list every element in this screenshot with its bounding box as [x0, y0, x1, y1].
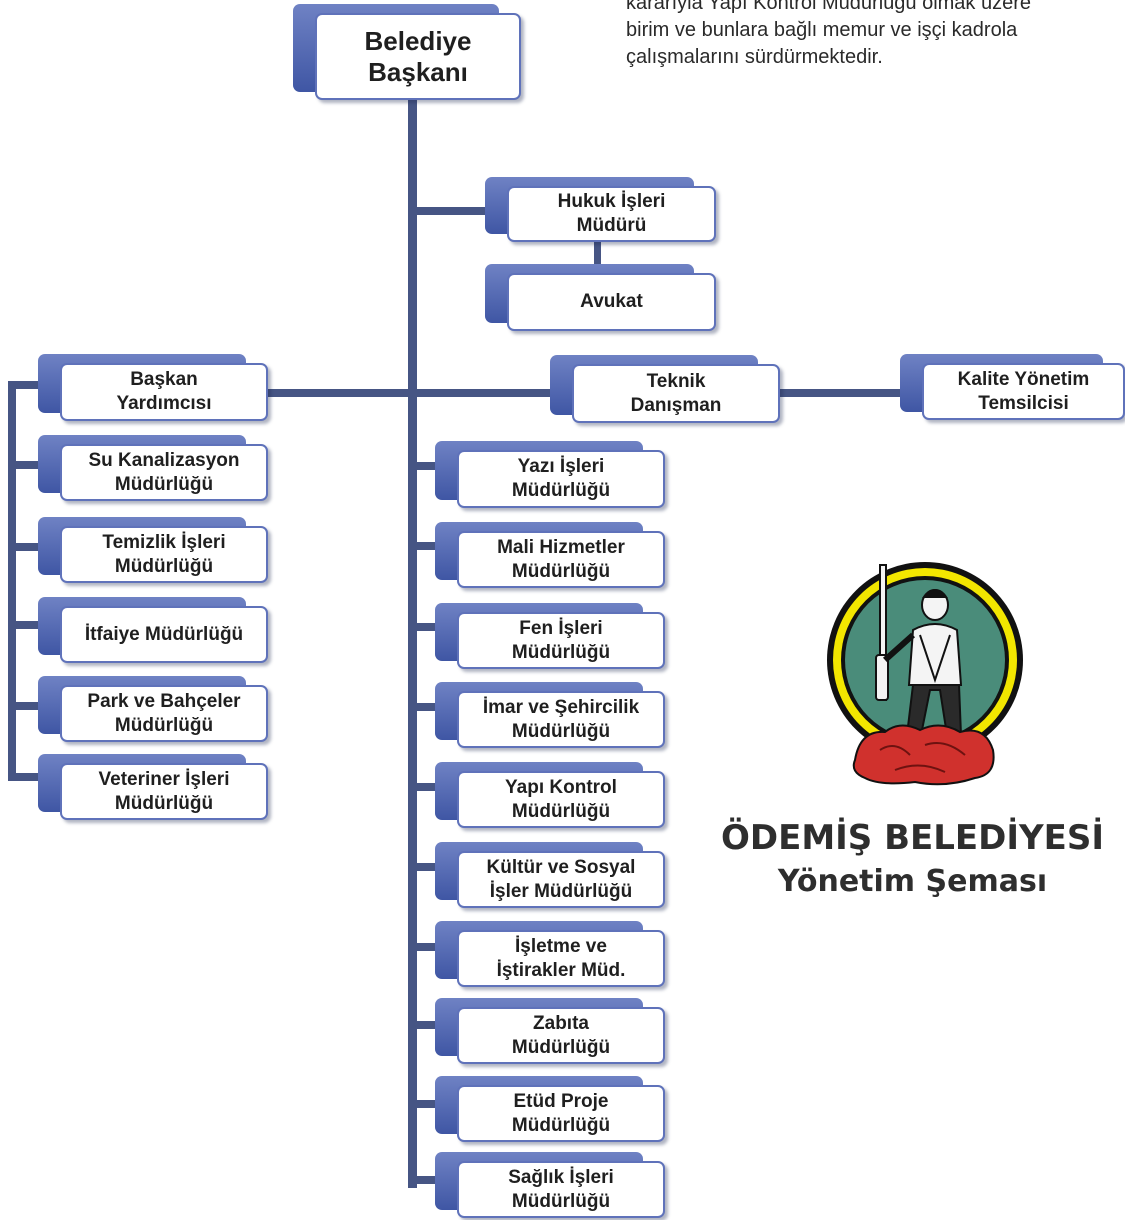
- center-branch-3: [412, 623, 438, 631]
- node-center-department: Mali Hizmetler Müdürlüğü: [435, 522, 665, 588]
- tech-quality-line: [776, 389, 902, 397]
- center-branch-6: [412, 863, 438, 871]
- node-technical-advisor-label: Teknik Danışman: [572, 364, 780, 423]
- odemis-emblem-icon: [825, 560, 1075, 815]
- node-quality-rep-label: Kalite Yönetim Temsilcisi: [922, 363, 1125, 420]
- left-branch-2: [8, 543, 40, 551]
- node-left-department: İtfaiye Müdürlüğü: [38, 597, 268, 663]
- node-center-department-label: Yapı Kontrol Müdürlüğü: [457, 771, 665, 828]
- intro-paragraph: kararıyla Yapı Kontrol Müdürlüğü olmak ü…: [626, 0, 1032, 68]
- center-branch-8: [412, 1021, 438, 1029]
- brand-name: ÖDEMİŞ BELEDİYESİ: [720, 818, 1105, 858]
- center-branch-1: [412, 462, 438, 470]
- node-center-department: İşletme ve İştirakler Müd.: [435, 921, 665, 987]
- left-branch-deputy: [8, 381, 40, 389]
- node-quality-rep: Kalite Yönetim Temsilcisi: [900, 354, 1125, 420]
- node-center-department-label: Fen İşleri Müdürlüğü: [457, 612, 665, 669]
- node-center-department-label: Sağlık İşleri Müdürlüğü: [457, 1161, 665, 1218]
- node-left-department: Veteriner İşleri Müdürlüğü: [38, 754, 268, 820]
- left-branch-5: [8, 773, 40, 781]
- node-lawyer-label: Avukat: [507, 273, 716, 331]
- deputy-tech-line: [265, 389, 555, 397]
- node-left-department: Park ve Bahçeler Müdürlüğü: [38, 676, 268, 742]
- center-branch-4: [412, 703, 438, 711]
- node-center-department-label: İşletme ve İştirakler Müd.: [457, 930, 665, 987]
- node-legal-affairs: Hukuk İşleri Müdürü: [485, 177, 716, 242]
- legal-branch-line: [412, 207, 487, 215]
- node-center-department: Kültür ve Sosyal İşler Müdürlüğü: [435, 842, 665, 908]
- node-center-department-label: Kültür ve Sosyal İşler Müdürlüğü: [457, 851, 665, 908]
- node-center-department-label: Etüd Proje Müdürlüğü: [457, 1085, 665, 1142]
- node-lawyer: Avukat: [485, 264, 716, 331]
- legal-lawyer-line: [594, 236, 601, 270]
- node-center-department-label: Yazı İşleri Müdürlüğü: [457, 450, 665, 508]
- center-branch-2: [412, 542, 438, 550]
- node-center-department: Yapı Kontrol Müdürlüğü: [435, 762, 665, 828]
- node-left-department-label: Temizlik İşleri Müdürlüğü: [60, 526, 268, 583]
- left-branch-4: [8, 702, 40, 710]
- node-left-department-label: Park ve Bahçeler Müdürlüğü: [60, 685, 268, 742]
- node-legal-affairs-label: Hukuk İşleri Müdürü: [507, 186, 716, 242]
- left-branch-3: [8, 621, 40, 629]
- node-center-department: Yazı İşleri Müdürlüğü: [435, 441, 665, 508]
- node-left-department-label: Veteriner İşleri Müdürlüğü: [60, 763, 268, 820]
- node-deputy-mayor-label: Başkan Yardımcısı: [60, 363, 268, 421]
- node-center-department-label: Mali Hizmetler Müdürlüğü: [457, 531, 665, 588]
- node-mayor: Belediye Başkanı: [293, 4, 521, 100]
- center-branch-10: [412, 1176, 438, 1184]
- node-center-department: Sağlık İşleri Müdürlüğü: [435, 1152, 665, 1218]
- left-branch-1: [8, 461, 40, 469]
- center-branch-5: [412, 783, 438, 791]
- node-left-department: Su Kanalizasyon Müdürlüğü: [38, 435, 268, 501]
- node-center-department: Etüd Proje Müdürlüğü: [435, 1076, 665, 1142]
- node-center-department-label: Zabıta Müdürlüğü: [457, 1007, 665, 1064]
- brand-subtitle: Yönetim Şeması: [777, 864, 1048, 899]
- node-center-department: Zabıta Müdürlüğü: [435, 998, 665, 1064]
- node-deputy-mayor: Başkan Yardımcısı: [38, 354, 268, 421]
- center-branch-9: [412, 1100, 438, 1108]
- node-center-department: Fen İşleri Müdürlüğü: [435, 603, 665, 669]
- node-center-department-label: İmar ve Şehircilik Müdürlüğü: [457, 691, 665, 748]
- node-mayor-label: Belediye Başkanı: [315, 13, 521, 100]
- node-left-department-label: İtfaiye Müdürlüğü: [60, 606, 268, 663]
- node-left-department: Temizlik İşleri Müdürlüğü: [38, 517, 268, 583]
- node-left-department-label: Su Kanalizasyon Müdürlüğü: [60, 444, 268, 501]
- center-branch-7: [412, 943, 438, 951]
- left-trunk-line: [8, 381, 16, 779]
- node-technical-advisor: Teknik Danışman: [550, 355, 780, 423]
- main-trunk-line: [408, 95, 417, 1188]
- node-center-department: İmar ve Şehircilik Müdürlüğü: [435, 682, 665, 748]
